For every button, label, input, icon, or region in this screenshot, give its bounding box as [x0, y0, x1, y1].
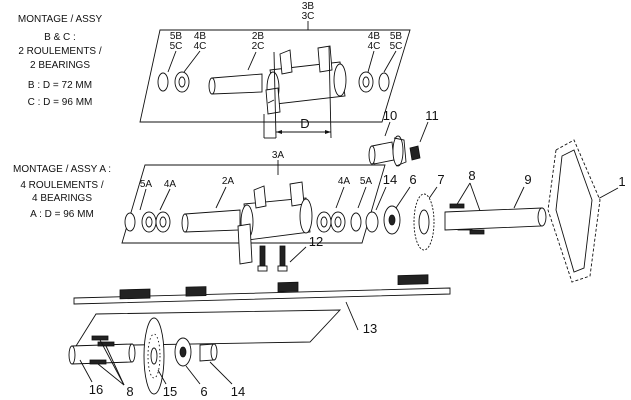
- label-3a: 3A: [272, 150, 285, 161]
- chain-1: [547, 139, 601, 283]
- label-8-bottom: 8: [126, 384, 133, 399]
- label-14-bottom: 14: [231, 384, 245, 399]
- assembly-bc: 3B 3C 5B 5C 4B 4C 2B 2C D: [139, 1, 411, 139]
- label-7: 7: [437, 172, 444, 187]
- bolt-8a: [449, 203, 465, 209]
- note-bc-line2: B & C :: [44, 32, 76, 43]
- assembly-bc-frame: [139, 29, 411, 123]
- note-bc-line1: MONTAGE / ASSY: [18, 14, 103, 25]
- bolt-8e: [97, 341, 115, 347]
- label-6-top: 6: [409, 172, 416, 187]
- label-2c: 2C: [252, 41, 265, 52]
- label-4b-right: 4B: [368, 31, 381, 42]
- label-14-top: 14: [383, 172, 397, 187]
- seal-5b-right: [378, 72, 390, 92]
- assy-bc-note: MONTAGE / ASSY B & C : 2 ROULEMENTS / 2 …: [18, 14, 103, 108]
- parts-10-11: 10 11: [368, 108, 439, 167]
- label-2a: 2A: [222, 176, 235, 187]
- axle-shaft: [73, 287, 451, 305]
- spacer-14-top: [365, 211, 379, 233]
- note-a-line4: A : D = 96 MM: [30, 209, 94, 220]
- bolt-12b: [279, 245, 286, 269]
- label-dim-d: D: [300, 116, 309, 131]
- bolts-12: 12: [257, 234, 323, 272]
- label-5a-right: 5A: [360, 176, 373, 187]
- spacer-tube-9: [444, 207, 543, 231]
- label-6-bottom: 6: [200, 384, 207, 399]
- note-a-line3: 4 BEARINGS: [32, 193, 92, 204]
- label-4b-left: 4B: [194, 31, 207, 42]
- note-bc-line4: 2 BEARINGS: [30, 60, 90, 71]
- label-4a-left: 4A: [164, 179, 177, 190]
- note-a-line1: MONTAGE / ASSY A :: [13, 164, 111, 175]
- spindle-2b: [211, 73, 263, 95]
- label-2b: 2B: [252, 31, 265, 42]
- label-12: 12: [309, 234, 323, 249]
- label-3c: 3C: [302, 11, 315, 22]
- label-4c-left: 4C: [194, 41, 207, 52]
- drive-side: 14 6 7 8 9 1: [365, 139, 626, 283]
- seal-5a-left: [124, 212, 136, 232]
- label-5a-left: 5A: [140, 179, 153, 190]
- label-8-top: 8: [468, 168, 475, 183]
- label-3b: 3B: [302, 1, 315, 12]
- seal-5a-right: [350, 212, 362, 232]
- note-bc-line6: C : D = 96 MM: [28, 97, 93, 108]
- label-5c-right: 5C: [390, 41, 403, 52]
- label-11: 11: [425, 108, 439, 123]
- label-15: 15: [163, 384, 177, 399]
- label-5b-right: 5B: [390, 31, 403, 42]
- label-4a-right: 4A: [338, 176, 351, 187]
- bolt-8f: [89, 359, 107, 365]
- label-1: 1: [618, 174, 625, 189]
- bolt-12a: [259, 245, 266, 269]
- note-bc-line3: 2 ROULEMENTS /: [18, 46, 102, 57]
- assy-a-note: MONTAGE / ASSY A : 4 ROULEMENTS / 4 BEAR…: [13, 164, 111, 220]
- label-5c-left: 5C: [170, 41, 183, 52]
- bolt-8c: [469, 229, 485, 235]
- label-4c-right: 4C: [368, 41, 381, 52]
- label-13: 13: [363, 321, 377, 336]
- axle-13-frame: [75, 309, 342, 347]
- label-16: 16: [89, 382, 103, 397]
- label-9: 9: [524, 172, 531, 187]
- assembly-a: 3A 5A 4A 2A 4A 5A: [121, 150, 386, 265]
- label-5b-left: 5B: [170, 31, 183, 42]
- bolt-8d: [91, 335, 109, 341]
- seal-5b-left: [157, 72, 169, 92]
- label-10: 10: [383, 108, 397, 123]
- axle-13: 13: [73, 274, 451, 347]
- note-a-line2: 4 ROULEMENTS /: [20, 180, 104, 191]
- brake-side: 16 8 15 6 14: [68, 317, 245, 399]
- note-bc-line5: B : D = 72 MM: [28, 80, 92, 91]
- nut-11: [409, 145, 421, 161]
- spindle-2a: [184, 209, 241, 233]
